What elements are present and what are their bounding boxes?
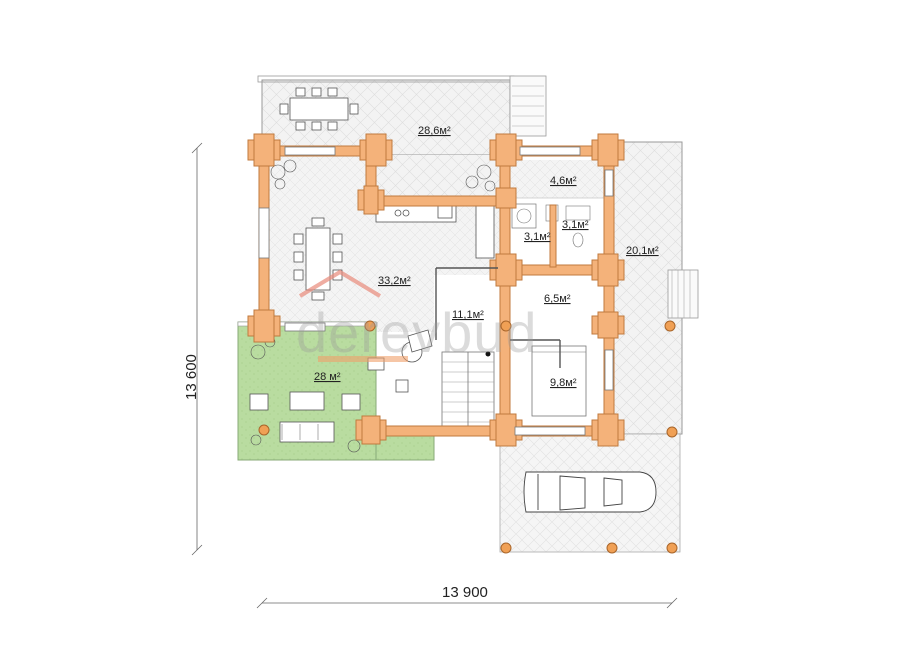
room-label-vestibule: 6,5м² (544, 293, 571, 305)
room-label-bedroom: 9,8м² (550, 377, 577, 389)
log-corners (247, 133, 625, 447)
plants (250, 159, 496, 453)
dimension-height-label: 13 600 (183, 354, 200, 400)
room-label-hall-small: 4,6м² (550, 175, 577, 187)
room-label-bath-b: 3,1м² (562, 219, 589, 231)
room-label-terrace-green: 28 м² (314, 371, 341, 383)
watermark-text: derevbud (296, 301, 538, 364)
watermark: derevbud (296, 269, 538, 364)
room-label-stair-hall: 11,1м² (452, 309, 484, 321)
veranda-right (611, 141, 699, 435)
carport (499, 433, 681, 553)
terrace-table (279, 87, 359, 131)
room-label-veranda-right: 20,1м² (626, 245, 659, 257)
room-label-terrace-top: 28,6м² (418, 125, 451, 137)
dimension-width (256, 597, 678, 609)
dimension-width-label: 13 900 (442, 584, 488, 601)
kitchen-counter (375, 203, 495, 259)
partitions (435, 267, 561, 368)
pillars (258, 320, 678, 554)
room-label-bath-a: 3,1м² (524, 231, 551, 243)
windows (258, 146, 614, 436)
car (523, 471, 657, 513)
room-label-kitchen-living: 33,2м² (378, 275, 411, 287)
stair-hall (434, 275, 500, 435)
dimension-height (191, 142, 203, 556)
